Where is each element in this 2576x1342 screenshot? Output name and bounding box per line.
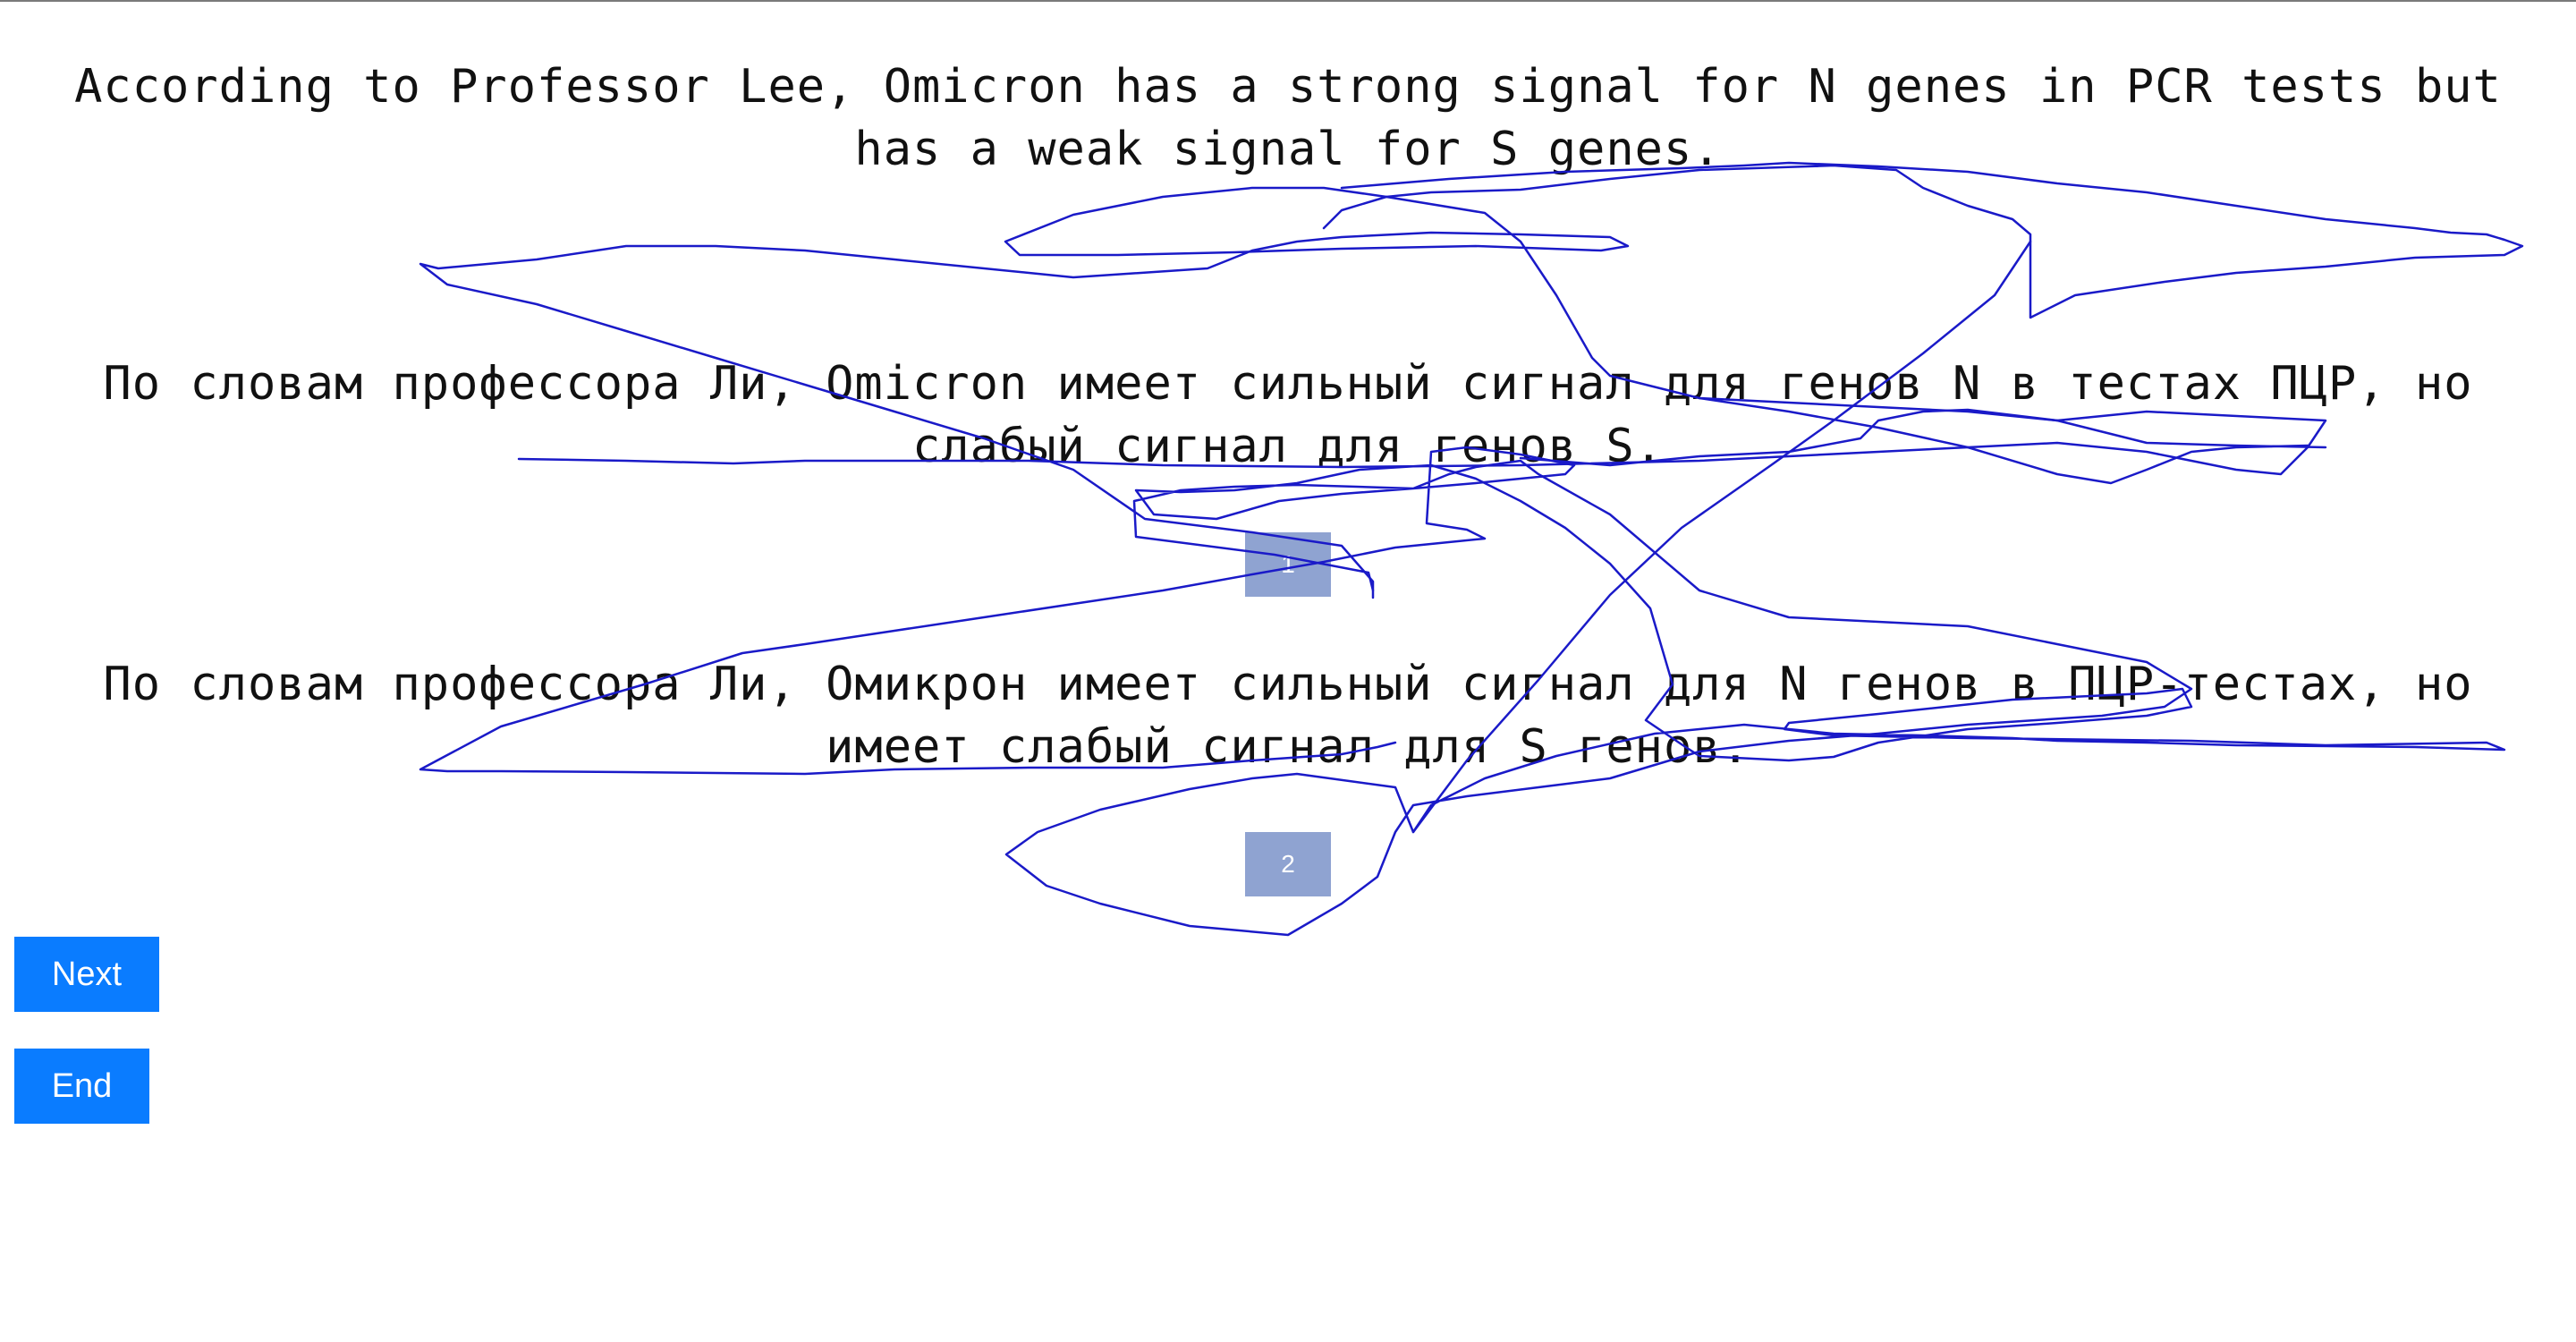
next-button[interactable]: Next (14, 937, 159, 1012)
source-sentence: According to Professor Lee, Omicron has … (74, 60, 2502, 176)
top-border (0, 0, 2576, 2)
rank-box-2[interactable]: 2 (1245, 832, 1331, 896)
translation-2: По словам профессора Ли, Омикрон имеет с… (103, 658, 2473, 774)
translation-1: По словам профессора Ли, Omicron имеет с… (103, 357, 2473, 473)
end-button[interactable]: End (14, 1049, 149, 1124)
scribble-stroke (1322, 161, 2524, 319)
rank-box-1[interactable]: 1 (1245, 532, 1331, 597)
